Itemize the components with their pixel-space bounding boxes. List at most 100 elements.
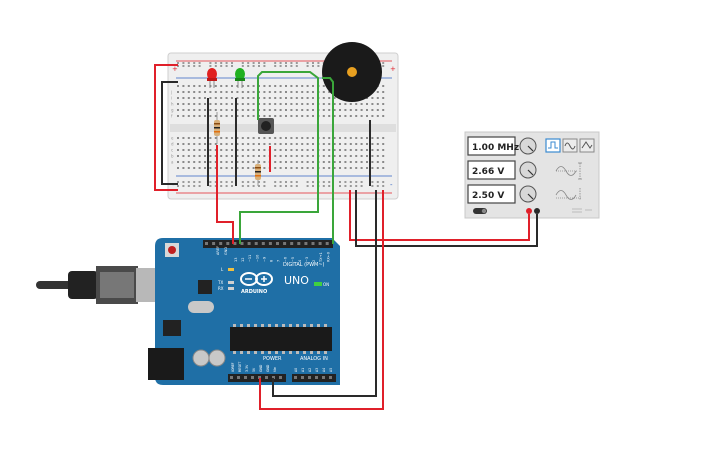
- crystal-oscillator: [188, 301, 214, 313]
- wire-red-to-generator[interactable]: [349, 190, 530, 241]
- row-letter: g: [171, 108, 174, 113]
- push-button[interactable]: [258, 118, 274, 134]
- row-letter: d: [171, 142, 174, 147]
- led-on-label: ON: [323, 282, 329, 287]
- led-l-indicator: [228, 268, 234, 271]
- left-red-rail-wire[interactable]: [154, 64, 178, 191]
- row-letter: e: [171, 136, 174, 141]
- row-letter: c: [171, 148, 173, 153]
- analog-pin-label: A3: [315, 368, 319, 372]
- digital-pwm-label: DIGITAL (PWM~): [283, 262, 325, 268]
- digital-pin-label: ~3: [305, 257, 309, 262]
- square-wave-icon: [548, 141, 558, 149]
- aref-label: AREF: [216, 246, 220, 255]
- function-generator[interactable]: 1.00 MHz 2.66 V 2.50 V: [464, 131, 600, 219]
- led-on-indicator: [314, 282, 322, 286]
- arduino-brand-label: ARDUINO: [241, 289, 267, 295]
- atmega-chip: [230, 327, 332, 351]
- offset-knob[interactable]: [519, 185, 537, 203]
- digital-pin-label: ~5: [291, 257, 295, 262]
- wire-green-to-pin2[interactable]: [322, 77, 334, 244]
- piezo-buzzer[interactable]: [322, 42, 382, 102]
- row-letter: a: [171, 160, 174, 165]
- bottom-minus-symbol-right: -: [390, 181, 393, 189]
- breadboard-center-channel: [170, 124, 396, 132]
- square-wave-button[interactable]: [545, 138, 561, 153]
- offset-display[interactable]: [467, 184, 516, 204]
- wire-red-to-pin13[interactable]: [216, 145, 234, 244]
- top-plus-symbol-right: +: [390, 65, 396, 73]
- power-pin-label: RESET: [238, 362, 242, 372]
- digital-pin-label: ~6: [284, 257, 288, 262]
- row-letter: j: [170, 90, 172, 95]
- analog-pin-label: A0: [294, 368, 298, 372]
- analog-in-label: ANALOG IN: [300, 356, 328, 362]
- amplitude-display[interactable]: [467, 160, 516, 180]
- sine-wave-button[interactable]: [562, 138, 578, 153]
- row-letter: i: [171, 96, 172, 101]
- triangle-wave-icon: [581, 141, 593, 149]
- red-led[interactable]: [207, 68, 217, 88]
- green-led[interactable]: [235, 68, 245, 88]
- digital-pin-label: 2: [312, 260, 316, 262]
- resistor-2[interactable]: [255, 160, 261, 186]
- uno-label: UNO: [284, 274, 309, 287]
- frequency-knob[interactable]: [519, 137, 537, 155]
- power-jack: [148, 348, 184, 380]
- digital-pin-label: ~10: [255, 255, 259, 262]
- digital-pin-label: ~9: [262, 257, 266, 262]
- wire-red-to-5v[interactable]: [259, 190, 384, 410]
- analog-pin-label: A4: [322, 368, 326, 372]
- analog-pin-label: A1: [301, 368, 305, 372]
- analog-pin-label: A2: [308, 368, 312, 372]
- row-letter: b: [171, 154, 174, 159]
- digital-pin-label: TX→1: [319, 252, 323, 263]
- wire-green-button[interactable]: [239, 71, 319, 244]
- frequency-display[interactable]: [467, 136, 516, 156]
- digital-header[interactable]: [203, 240, 333, 248]
- digital-pin-label: 7: [277, 260, 281, 262]
- arduino-logo: [240, 272, 273, 286]
- led-rx-label: RX: [218, 286, 224, 291]
- led-l-label: L: [221, 267, 224, 272]
- led-tx-label: TX: [217, 280, 223, 285]
- power-header[interactable]: [228, 374, 286, 382]
- led-rx-indicator: [228, 287, 234, 290]
- digital-pin-label: RX←0: [326, 252, 330, 262]
- row-letter: f: [171, 114, 173, 119]
- wire-black-to-generator[interactable]: [355, 190, 538, 247]
- usb-chip: [198, 280, 212, 294]
- analog-header[interactable]: [292, 374, 336, 382]
- triangle-wave-button[interactable]: [579, 138, 595, 153]
- usb-plug-housing: [68, 271, 98, 299]
- digital-pin-label: 4: [298, 259, 302, 262]
- analog-pin-label: A5: [329, 368, 333, 372]
- power-pin-label: 5V: [252, 367, 256, 372]
- capacitor-2: [208, 349, 226, 367]
- power-label: POWER: [263, 356, 282, 362]
- digital-pin-label: 12: [241, 258, 245, 262]
- positive-terminal[interactable]: [526, 208, 532, 214]
- left-black-rail-wire[interactable]: [161, 81, 178, 185]
- frequency-value: 1.00 MHz: [472, 143, 519, 153]
- power-pin-label: 3.3V: [245, 364, 249, 372]
- top-plus-symbol: +: [172, 65, 178, 73]
- digital-pin-label: 13: [234, 258, 238, 262]
- power-pin-label: Vin: [273, 367, 277, 372]
- gnd-label: GND: [224, 247, 228, 255]
- power-pin-label: IOREF: [231, 362, 235, 372]
- resistor-1[interactable]: [214, 112, 220, 144]
- sine-wave-icon: [564, 142, 576, 150]
- offset-wave-indicator: [555, 188, 582, 200]
- negative-terminal[interactable]: [534, 208, 540, 214]
- amplitude-wave-indicator: [555, 162, 582, 180]
- capacitor-1: [192, 349, 210, 367]
- power-pin-label: GND: [266, 364, 270, 372]
- amplitude-knob[interactable]: [519, 161, 537, 179]
- wire-black-to-gnd[interactable]: [272, 190, 377, 397]
- power-pin-label: GND: [259, 364, 263, 372]
